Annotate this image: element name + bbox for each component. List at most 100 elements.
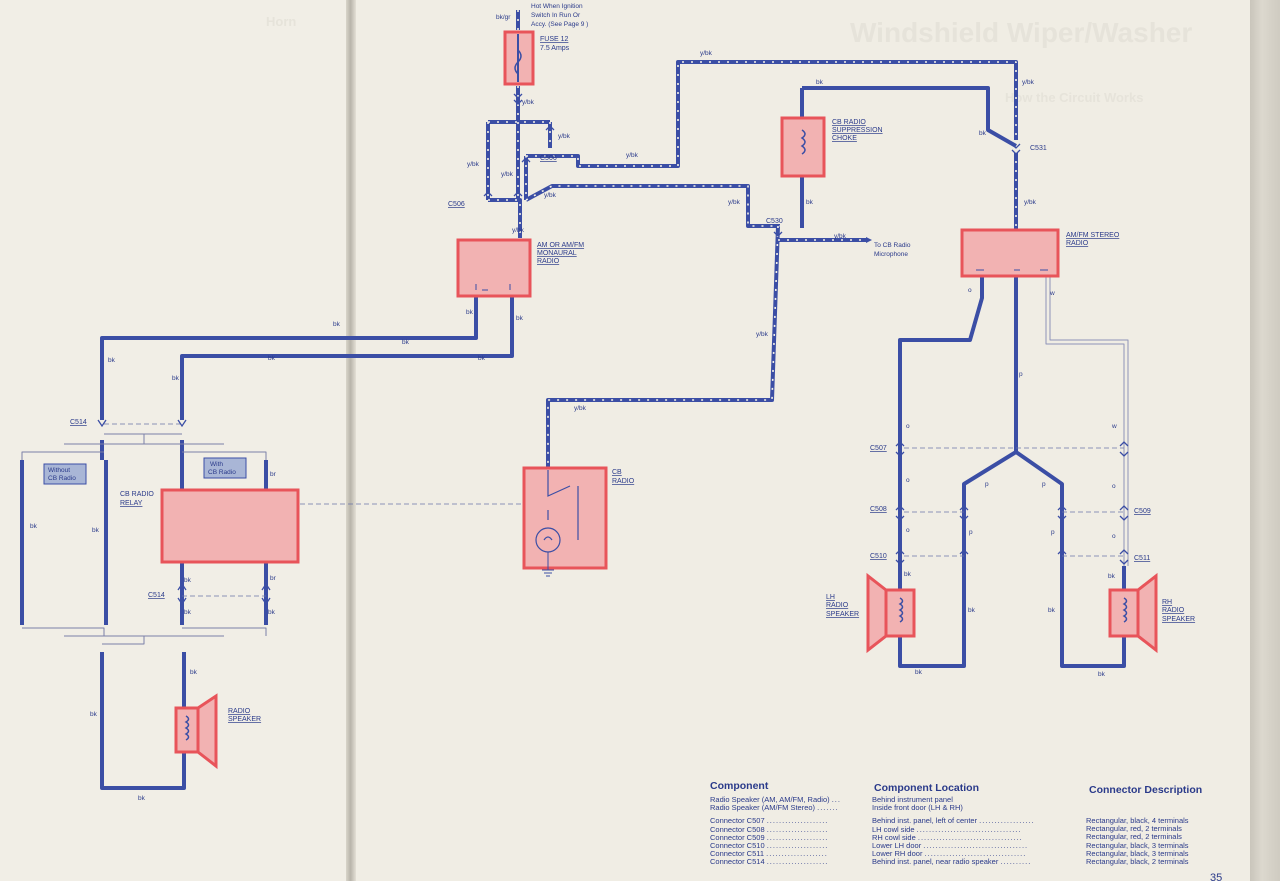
table-cell: Rectangular, black, 3 terminals [1086, 840, 1189, 850]
wire-label-bk: bk [190, 669, 198, 676]
wire-w [1045, 276, 1129, 566]
table-cell: Radio Speaker (AM, AM/FM, Radio) [710, 795, 830, 804]
to-mic-label-1: To CB Radio [874, 242, 911, 249]
table-cell: Rectangular, black, 2 terminals [1086, 857, 1189, 867]
wire-label-yb: y/bk [1024, 199, 1037, 206]
connector-c506-label: C506 [448, 201, 465, 208]
wire-label-br: br [270, 575, 277, 582]
wire-label-bk: bk [333, 321, 341, 328]
wire-bk [20, 86, 1126, 790]
rh-speaker-label-3: SPEAKER [1162, 616, 1195, 623]
lh-speaker-label-1: LH [826, 594, 835, 601]
table-row: Connector C511 .................... [710, 849, 828, 859]
wire-label-bk: bk [478, 355, 486, 362]
table-row: Connector C508 .................... [710, 824, 829, 834]
table-col-description: Rectangular, black, 4 terminals Rectangu… [1086, 816, 1189, 867]
am-monaural-radio [456, 238, 532, 298]
without-cb-label-2: CB Radio [48, 475, 76, 482]
cb-relay-label-1: CB RADIO [120, 491, 154, 498]
table-cell: Connector C509 [710, 832, 765, 842]
table-cell: Inside front door (LH & RH) [872, 803, 963, 813]
wire-label-bk: bk [979, 130, 987, 137]
wire-label-yb: y/bk [522, 99, 535, 106]
with-cb-label-2: CB Radio [208, 469, 236, 476]
wire-label-bk: bk [90, 711, 98, 718]
wire-label-bk: bk [968, 607, 976, 614]
am-radio-label-3: RADIO [537, 258, 560, 265]
radio-speaker-label-1: RADIO [228, 708, 251, 715]
table-cell: Rectangular, red, 2 terminals [1086, 832, 1182, 842]
wire-label-yb: y/bk [574, 405, 587, 412]
wire-label-bk: bk [1098, 671, 1106, 678]
table-header-component: Component [710, 780, 769, 792]
wire-label-bk: bk [172, 375, 180, 382]
cb-radio-label-2: RADIO [612, 478, 635, 485]
fuse-12 [503, 30, 535, 86]
connector-c530-label: C530 [766, 218, 783, 225]
wire-label-bk: bk [466, 309, 474, 316]
wire-label-bk: bk [806, 199, 814, 206]
table-row: RH cowl side ...........................… [872, 832, 1023, 842]
table-row: Radio Speaker (AM, AM/FM, Radio) ... [710, 795, 841, 804]
table-row: Connector C509 .................... [710, 832, 829, 842]
rh-radio-speaker [1108, 572, 1158, 654]
rh-speaker-label-1: RH [1162, 599, 1172, 606]
ghost-subtitle: How the Circuit Works [1005, 90, 1143, 105]
am-fm-stereo-radio [960, 228, 1060, 278]
without-cb-label-1: Without [48, 467, 70, 474]
table-cell: Connector C510 [710, 841, 765, 851]
with-cb-label-1: With [210, 461, 223, 468]
table-cell: Rectangular, red, 2 terminals [1086, 824, 1182, 834]
wire-label-bk: bk [915, 669, 923, 676]
wire-label-p: p [969, 529, 973, 536]
wire-label-bk: bk [30, 523, 38, 530]
ghost-title: Windshield Wiper/Washer [850, 17, 1192, 48]
cb-choke-label-1: CB RADIO [832, 119, 866, 126]
wire-label-yb: y/bk [1022, 79, 1035, 86]
wire-label-bk: bk [184, 609, 192, 616]
connector-c511-label: C511 [1134, 555, 1150, 562]
wire-label-bk: bk [184, 577, 192, 584]
table-cell: Behind instrument panel [872, 795, 953, 804]
cb-choke-label-2: SUPPRESSION [832, 127, 883, 134]
lh-radio-speaker [866, 572, 916, 654]
connector-c507-label: C507 [870, 445, 887, 452]
table-cell: Rectangular, black, 4 terminals [1086, 816, 1189, 825]
table-cell: Rectangular, black, 3 terminals [1086, 848, 1189, 858]
connector-c508-label: C508 [870, 506, 887, 513]
with-cb-box [203, 457, 247, 479]
lh-speaker-label-3: SPEAKER [826, 611, 859, 618]
wire-label-yb: y/bk [700, 50, 713, 57]
wire-label-bk: bk [1048, 607, 1056, 614]
wire-label-yb: y/bk [558, 133, 571, 140]
wire-label-bk: bk [1108, 573, 1116, 580]
wire-label-bk: bk [268, 355, 276, 362]
wire-label-yb: y/bk [501, 171, 514, 178]
cb-radio-label-1: CB [612, 469, 622, 476]
cb-radio-relay [160, 488, 300, 564]
table-col-component: Radio Speaker (AM, AM/FM, Radio) ... Rad… [710, 795, 841, 867]
connector-c509-label: C509 [1134, 508, 1151, 515]
radio-speaker-label-2: SPEAKER [228, 716, 261, 723]
table-cell: Radio Speaker (AM/FM Stereo) [710, 803, 816, 813]
connector-c514-label: C514 [148, 592, 165, 599]
wire-label-yb: y/bk [467, 161, 480, 168]
wire-ybk [486, 10, 1018, 468]
cb-radio [522, 466, 608, 577]
rh-speaker-label-2: RADIO [1162, 607, 1185, 614]
table-row: Behind inst. panel, near radio speaker .… [872, 857, 1032, 867]
table-cell: Connector C514 [710, 857, 765, 867]
table-row: Radio Speaker (AM/FM Stereo) ....... [710, 803, 839, 813]
stereo-label-2: RADIO [1066, 240, 1089, 247]
wire-label-w: w [1049, 290, 1055, 297]
wire-label-p: p [985, 481, 989, 488]
wire-label-o: o [906, 527, 910, 534]
relay-brackets [21, 433, 267, 645]
hot-label-2: Switch In Run Or [531, 12, 581, 19]
wire-label-p: p [1019, 371, 1023, 378]
table-cell: Lower LH door [872, 841, 922, 851]
ghost-horn: Horn [266, 14, 296, 29]
wire-label-yb: y/bk [626, 152, 639, 159]
hot-label-1: Hot When Ignition [531, 3, 583, 10]
fuse-label-2: 7.5 Amps [540, 45, 570, 52]
